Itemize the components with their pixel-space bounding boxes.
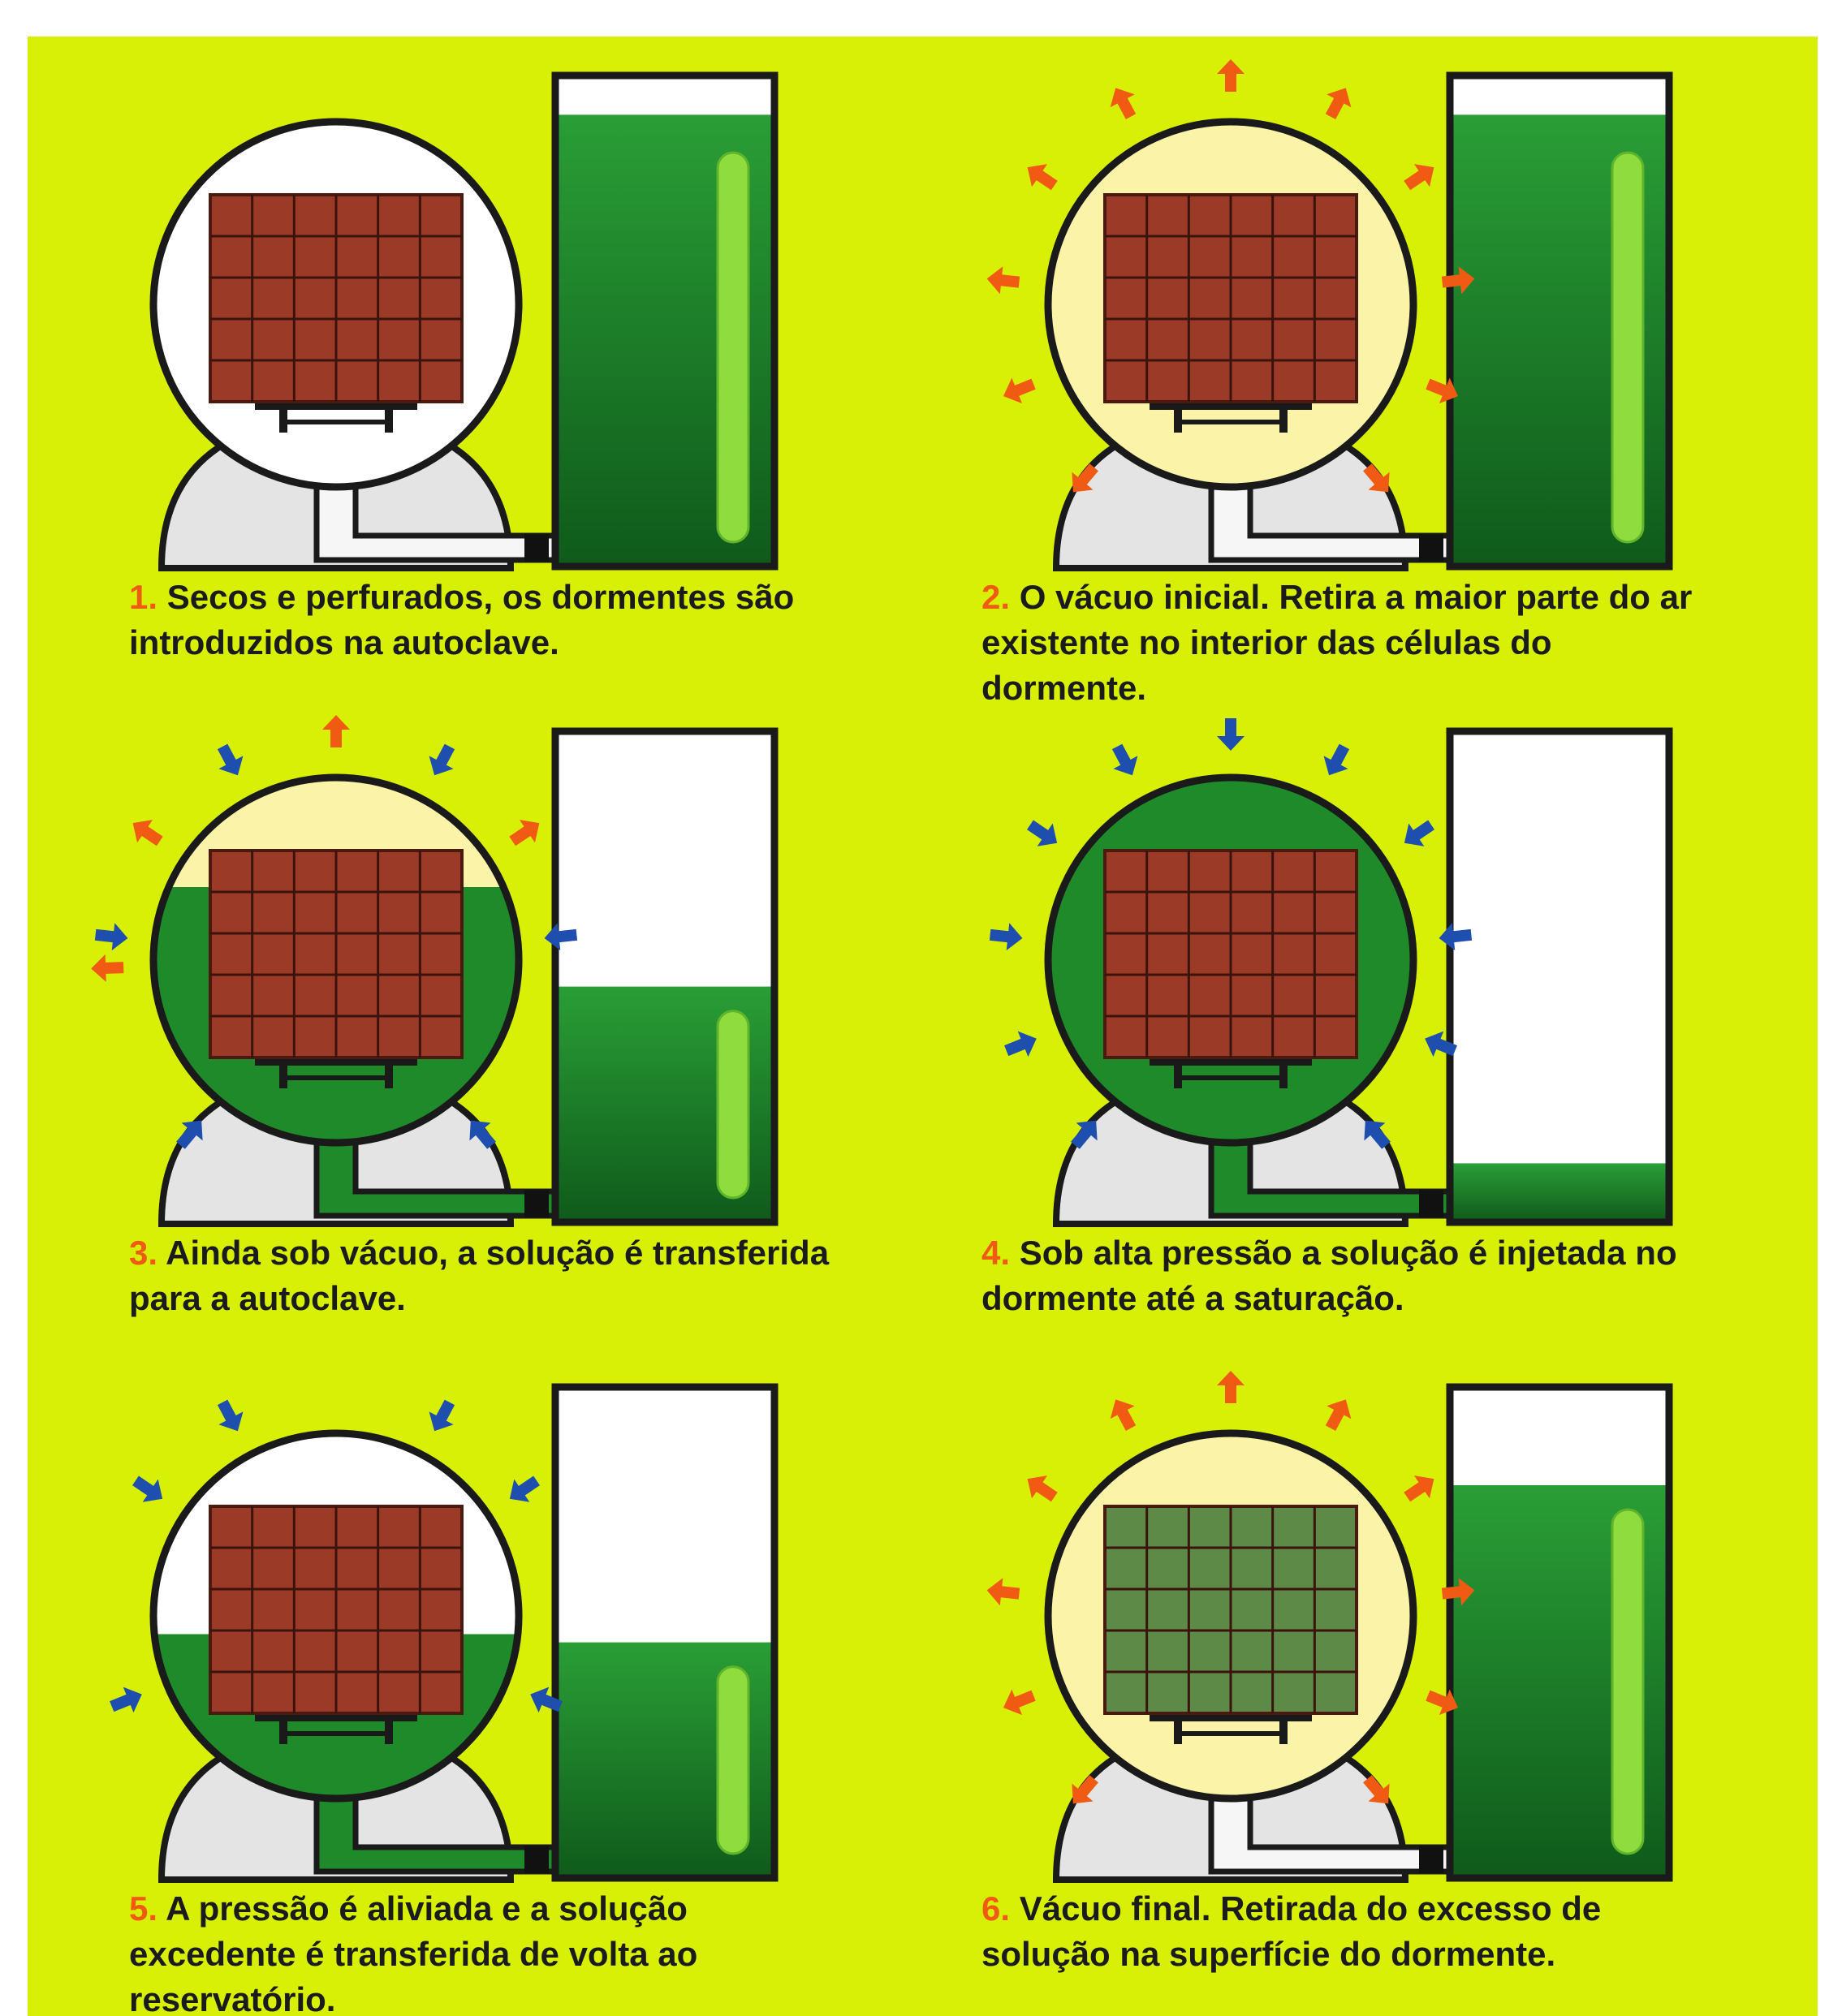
pressure-in-arrow	[1396, 813, 1439, 855]
pipe-valve	[1419, 1846, 1443, 1873]
arrow-shape	[1020, 156, 1062, 197]
air-out-arrow	[1020, 1467, 1062, 1509]
arrow-shape	[999, 371, 1039, 409]
autoclave-illustration	[922, 1348, 1817, 1900]
step-number: 6.	[981, 1889, 1010, 1928]
step-text: Vácuo final. Retirada do excesso de solu…	[981, 1889, 1601, 1973]
air-out-arrow	[1103, 1393, 1143, 1434]
pressure-in-arrow	[1001, 1026, 1042, 1064]
step-text: O vácuo inicial. Retira a maior parte do…	[981, 578, 1692, 707]
air-out-arrow	[1020, 156, 1062, 197]
cart-rail	[1150, 403, 1312, 410]
air-out-arrow	[986, 265, 1020, 296]
step-number: 2.	[981, 578, 1010, 616]
step-4: 4. Sob alta pressão a solução é injetada…	[28, 692, 922, 1342]
cart-rail	[1150, 1059, 1312, 1066]
arrow-shape	[1217, 1371, 1245, 1403]
air-out-arrow	[1103, 81, 1143, 123]
pressure-in-arrow	[1317, 740, 1357, 782]
pipe-valve	[1419, 1190, 1443, 1217]
arrow-shape	[1022, 813, 1064, 855]
pressure-in-arrow	[1022, 813, 1064, 855]
tank-solution	[1450, 1163, 1669, 1222]
arrow-shape	[1317, 740, 1357, 782]
arrow-shape	[1103, 1393, 1143, 1434]
air-out-arrow	[986, 1577, 1020, 1608]
step-6: 6. Vácuo final. Retirada do excesso de s…	[28, 1348, 922, 1997]
solution-tank	[1450, 731, 1669, 1222]
arrow-shape	[1400, 1467, 1442, 1509]
tank-gauge	[1612, 1510, 1643, 1854]
arrow-shape	[1318, 81, 1358, 123]
air-out-arrow	[1318, 81, 1358, 123]
step-caption: 4. Sob alta pressão a solução é injetada…	[981, 1230, 1712, 1321]
cart-bar	[1178, 420, 1283, 424]
air-out-arrow	[1318, 1393, 1358, 1434]
arrow-shape	[1020, 1467, 1062, 1509]
step-text: Sob alta pressão a solução é injetada no…	[981, 1234, 1677, 1317]
pipe-valve	[1419, 534, 1443, 562]
arrow-shape	[1001, 1026, 1042, 1064]
autoclave-illustration	[922, 37, 1817, 588]
air-out-arrow	[999, 371, 1039, 409]
cart-bar	[1178, 1731, 1283, 1736]
arrow-shape	[1400, 156, 1442, 197]
pressure-in-arrow	[1217, 718, 1245, 751]
cart-rail	[1150, 1715, 1312, 1721]
step-caption: 6. Vácuo final. Retirada do excesso de s…	[981, 1886, 1712, 1977]
arrow-shape	[999, 1682, 1039, 1721]
autoclave-illustration	[922, 692, 1817, 1244]
step-caption: 2. O vácuo inicial. Retira a maior parte…	[981, 575, 1712, 711]
pressure-in-arrow	[989, 921, 1024, 952]
arrow-shape	[986, 265, 1020, 296]
arrow-shape	[1396, 813, 1439, 855]
arrow-shape	[989, 921, 1024, 952]
step-number: 4.	[981, 1234, 1010, 1272]
air-out-arrow	[999, 1682, 1039, 1721]
arrow-shape	[1217, 59, 1245, 92]
arrow-shape	[1217, 718, 1245, 751]
tank-gauge	[1612, 153, 1643, 542]
step-2: 2. O vácuo inicial. Retira a maior parte…	[28, 37, 922, 686]
process-diagram: 1. Secos e perfurados, os dormentes são …	[28, 37, 1818, 2016]
air-out-arrow	[1217, 59, 1245, 92]
air-out-arrow	[1400, 156, 1442, 197]
air-out-arrow	[1217, 1371, 1245, 1403]
pressure-in-arrow	[1105, 740, 1145, 782]
cart-bar	[1178, 1075, 1283, 1080]
arrow-shape	[1318, 1393, 1358, 1434]
arrow-shape	[1103, 81, 1143, 123]
arrow-shape	[1105, 740, 1145, 782]
air-out-arrow	[1400, 1467, 1442, 1509]
arrow-shape	[986, 1577, 1020, 1608]
